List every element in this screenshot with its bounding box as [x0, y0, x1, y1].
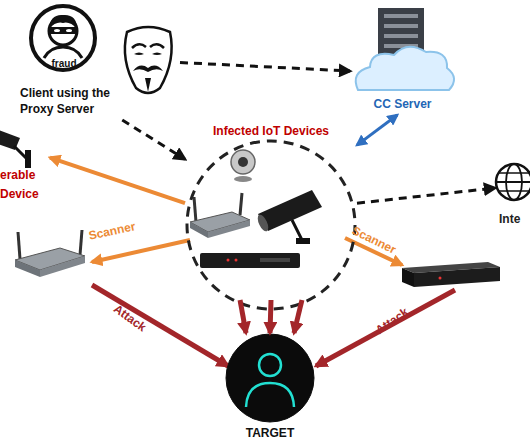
fraud-hair — [49, 15, 77, 29]
dvr-box — [200, 253, 300, 268]
node-circle — [187, 141, 355, 309]
router-side — [190, 222, 208, 238]
webcam — [231, 150, 255, 174]
attack-arrow — [92, 285, 228, 366]
webcam-base — [234, 176, 252, 182]
attack-arrow — [316, 290, 455, 366]
node-label: CC Server — [350, 97, 455, 112]
mask-eye — [152, 53, 162, 56]
attack-label: Attack — [373, 305, 411, 338]
connector-arrow — [180, 63, 350, 72]
anonymous-mask — [125, 27, 172, 93]
dvr-light — [439, 277, 442, 280]
node-label: Inte — [499, 212, 530, 227]
node-label: erable Device — [0, 166, 46, 204]
eye-hole — [54, 29, 60, 32]
node-outline — [185, 124, 357, 300]
mask-eye — [134, 53, 144, 56]
router-front — [208, 220, 250, 238]
node-circle — [226, 334, 314, 422]
scanner-label: Scanner — [87, 219, 136, 243]
dvr-panel — [260, 258, 290, 262]
device-node: erable Device — [0, 118, 50, 206]
dvr-light — [227, 259, 230, 262]
person-icon — [246, 383, 294, 407]
connector-arrow — [357, 115, 397, 145]
botnet-group: Infected IoT Devices — [185, 124, 357, 300]
scanner-arrow — [92, 240, 190, 262]
router-antenna — [194, 197, 196, 222]
camera-base — [296, 238, 310, 244]
globe-parallel — [499, 172, 529, 174]
mask-mustache — [133, 66, 163, 72]
router-antenna — [240, 193, 242, 215]
target-node: TARGET — [222, 333, 318, 442]
camera-body — [0, 126, 20, 150]
server-slot — [384, 34, 418, 38]
router-antenna — [18, 232, 20, 259]
mask-brow — [150, 44, 164, 48]
camera-arm — [292, 220, 302, 240]
server-slot — [384, 24, 418, 28]
connector-arrow — [50, 158, 185, 204]
fraud-shoulders — [44, 47, 82, 58]
connector-arrow — [294, 300, 302, 333]
node-label: fraud — [48, 58, 80, 70]
camera-mount — [14, 146, 26, 158]
router-side — [15, 260, 40, 277]
node-outline — [222, 333, 318, 442]
dvr-side — [402, 268, 414, 287]
client-node: fraudClient using the Proxy Server — [15, 5, 180, 120]
globe-parallel — [499, 190, 529, 192]
connector-arrow — [240, 300, 246, 333]
connector-arrow — [270, 300, 271, 333]
cloud-shape — [356, 47, 454, 90]
fraud-icon — [31, 6, 95, 70]
person-icon — [259, 354, 281, 376]
eye-hole — [66, 29, 72, 32]
server-node: CC Server — [350, 5, 455, 115]
camera-lens — [256, 213, 271, 233]
mask-goatee — [145, 78, 151, 92]
node-caption: Client using the Proxy Server — [20, 85, 128, 117]
server-slot — [384, 14, 418, 18]
router-antenna — [80, 230, 82, 255]
mask-brow — [132, 44, 146, 48]
connector-arrow — [122, 120, 185, 159]
internet-node: Inte — [495, 160, 530, 230]
camera-base — [25, 150, 31, 168]
dvr-light — [235, 259, 238, 262]
router-front — [40, 256, 85, 277]
node-label: Infected IoT Devices — [185, 124, 357, 139]
attack-label: Attack — [111, 302, 149, 335]
node-label: TARGET — [222, 426, 318, 441]
scanner-label: Scanner — [350, 223, 399, 256]
webcam-lens — [238, 157, 248, 167]
dvr-front — [414, 267, 500, 287]
connector-arrow — [357, 188, 495, 203]
globe-equator — [496, 181, 530, 183]
eye-mask — [48, 27, 78, 34]
globe-icon — [496, 164, 530, 200]
